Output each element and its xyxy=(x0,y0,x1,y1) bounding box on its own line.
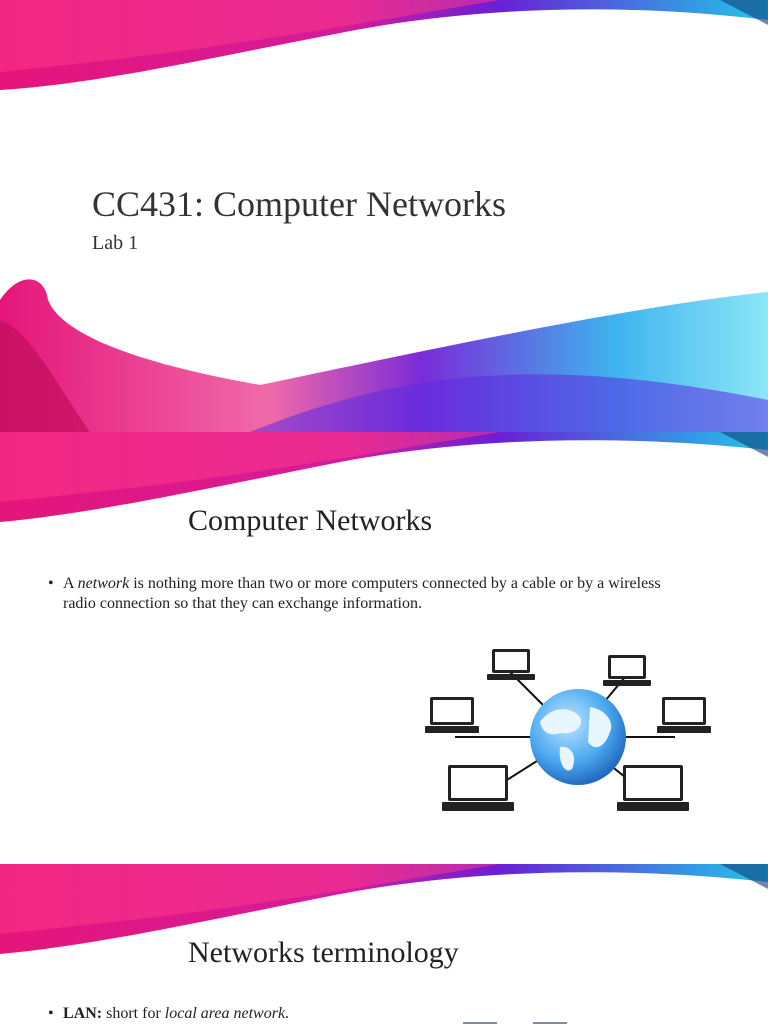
laptops-around-globe-icon xyxy=(425,649,711,811)
title-slide: CC431: Computer Networks Lab 1 xyxy=(0,0,768,432)
swoosh-decoration xyxy=(0,0,768,432)
servers-icon xyxy=(463,1022,567,1024)
bullet-point: • LAN: short for local area network. xyxy=(48,1005,290,1022)
swoosh-decoration xyxy=(0,432,768,522)
computer-networks-slide: Computer Networks • A network is nothing… xyxy=(0,432,768,864)
swoosh-decoration xyxy=(0,864,768,954)
networks-terminology-slide: Networks terminology • LAN: short for lo… xyxy=(0,864,768,1024)
slide-title: Computer Networks xyxy=(188,504,433,537)
presentation-title: CC431: Computer Networks xyxy=(92,184,506,224)
presentation-subtitle: Lab 1 xyxy=(92,232,139,254)
bullet-point: • A network is nothing more than two or … xyxy=(48,575,661,612)
slide-title: Networks terminology xyxy=(188,936,459,969)
